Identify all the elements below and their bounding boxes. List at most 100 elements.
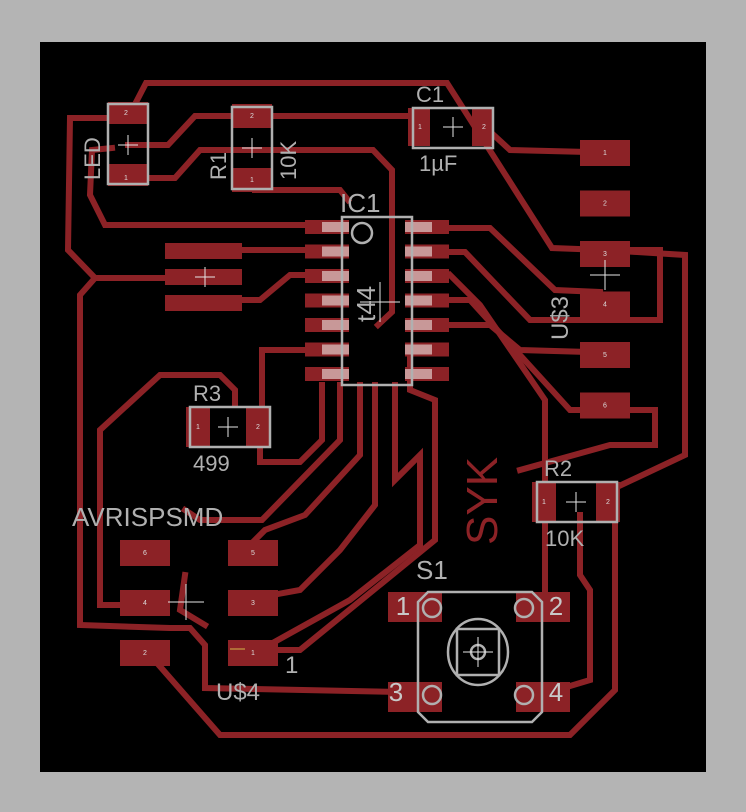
r2-value: 10K [545,526,584,551]
r3-value: 499 [193,451,230,476]
r1-outline [230,105,274,191]
u3-label: U$3 [547,296,574,340]
r2-outline [535,480,619,524]
ic1-pin-9-silk [405,344,432,355]
u3-pad-label: 3 [603,251,607,258]
c1-pad-2[interactable] [472,108,494,146]
c1-outline [411,106,495,150]
led-origin-icon [118,135,138,155]
ic1-pin-11-silk [405,295,432,306]
led-pad-2-label: 2 [124,110,128,117]
r3-pad-2[interactable] [246,407,270,447]
r2-component[interactable]: 1 2 R2 10K [532,456,620,551]
u3-pad-label: 4 [603,301,607,308]
u4-pad-1[interactable] [228,640,278,666]
s1-pin-3-label: 3 [389,677,403,707]
r1-component[interactable]: 2 1 R1 10K [206,104,301,192]
r2-pad-1-label: 1 [542,499,546,506]
r3-label: R3 [193,381,221,406]
logo-text: SYK [458,457,507,545]
c1-pad-1-label: 1 [418,124,422,131]
c1-pad-2-label: 2 [482,124,486,131]
ic1-pin-13-silk [405,246,432,257]
crystal-pad-1[interactable] [165,243,242,259]
u4-pad-label: 3 [251,600,255,607]
ic1-pin-8-silk [405,369,432,379]
led-label: LED [80,137,105,180]
u3-origin-icon [590,260,620,290]
u4-pad-label: 5 [251,550,255,557]
traces [64,80,688,738]
r3-pad-1-label: 1 [196,424,200,431]
led-outline [106,102,150,186]
s1-hole-2 [513,597,535,619]
ic1-pin-12-silk [405,271,432,281]
u3-pad-label: 1 [603,150,607,157]
u4-origin-icon [168,584,204,620]
u3-pad-6[interactable] [580,392,630,419]
ic1-origin-icon [360,282,400,322]
c1-origin-icon [443,117,463,137]
u4-pad-5[interactable] [228,540,278,566]
u4-pad-6[interactable] [120,540,170,566]
u3-pad-1[interactable] [580,140,630,166]
r1-value: 10K [276,141,301,180]
ic1-label: IC1 [340,188,380,218]
led-pad-1-label: 1 [124,175,128,182]
r2-label: R2 [544,456,572,481]
ic1-component[interactable]: IC1 t44 [305,188,449,387]
ic1-pin-10-silk [405,320,432,330]
r3-origin-icon [218,417,238,437]
u3-pad-label: 2 [603,200,607,207]
ic1-pin-4-silk [322,295,349,306]
s1-actuator-square [455,627,501,677]
s1-switch[interactable]: 1 2 3 4 S1 [388,555,570,724]
u4-pad-label: 2 [143,650,147,657]
u4-pad-2[interactable] [120,640,170,666]
r3-outline [188,405,272,449]
ic1-pin1-marker [350,221,374,245]
u4-pad-4[interactable] [120,590,170,616]
avrisp-label: AVRISPSMD [72,502,223,532]
s1-label: S1 [416,555,448,585]
u4-pad-label: 1 [251,650,255,657]
ic1-pin-5-silk [322,320,349,330]
s1-outline [416,590,544,724]
ic1-pin-14-silk [405,222,432,232]
u4-pad-3[interactable] [228,590,278,616]
u4-pad-label: 6 [143,550,147,557]
u3-pad-2[interactable] [580,190,630,217]
r3-component[interactable]: 1 2 R3 499 [186,381,272,476]
c1-component[interactable]: 1 2 C1 1µF [408,82,495,176]
crystal-component[interactable] [165,243,242,311]
u4-pad-label: 4 [143,600,147,607]
led-pad-1[interactable] [108,164,148,186]
s1-hole-4 [513,684,535,706]
s1-hole-1 [421,597,443,619]
ic1-pin-2-silk [322,246,349,257]
led-component[interactable]: 2 1 LED [80,102,150,186]
r1-pad-1-label: 1 [250,177,254,184]
ic1-pin-3-silk [322,271,349,281]
r2-pad-2-label: 2 [606,499,610,506]
r1-pad-2-label: 2 [250,113,254,120]
led-pad-2[interactable] [108,102,148,124]
c1-value: 1µF [419,151,457,176]
crystal-pad-3[interactable] [165,295,242,311]
u3-pad-4[interactable] [580,291,630,318]
r2-origin-icon [566,492,586,512]
s1-pin-4-label: 4 [549,677,563,707]
r1-origin-icon [242,138,262,158]
s1-actuator [446,617,510,687]
ic1-pin-6-silk [322,344,349,355]
s1-pin-1-label: 1 [396,591,410,621]
u3-pad-5[interactable] [580,342,630,368]
u4-pin1-label: 1 [285,652,298,679]
c1-label: C1 [416,82,444,107]
u3-pad-label: 6 [603,402,607,409]
s1-hole-3 [421,684,443,706]
